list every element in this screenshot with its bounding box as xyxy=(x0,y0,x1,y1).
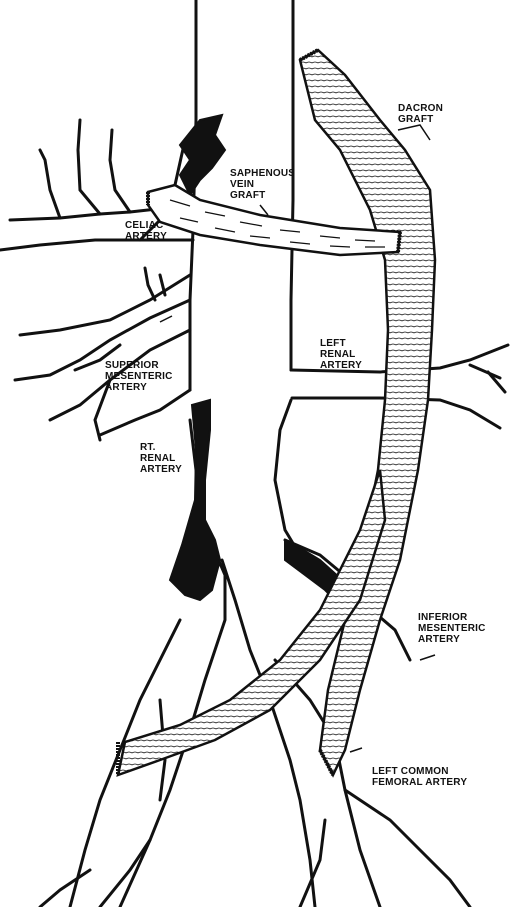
label-saphenous-vein-graft: SAPHENOUS VEIN GRAFT xyxy=(230,168,295,201)
label-superior-mesenteric-artery: SUPERIOR MESENTERIC ARTERY xyxy=(105,360,173,393)
label-dacron-graft: DACRON GRAFT xyxy=(398,103,443,125)
label-left-renal-artery: LEFT RENAL ARTERY xyxy=(320,338,362,371)
label-left-common-femoral-artery: LEFT COMMON FEMORAL ARTERY xyxy=(372,766,467,788)
superior-mesenteric-artery xyxy=(15,268,190,440)
label-rt-renal-artery: RT. RENAL ARTERY xyxy=(140,442,182,475)
label-celiac-artery: CELIAC ARTERY xyxy=(125,220,167,242)
label-inferior-mesenteric-artery: INFERIOR MESENTERIC ARTERY xyxy=(418,612,486,645)
dacron-graft xyxy=(118,50,435,775)
